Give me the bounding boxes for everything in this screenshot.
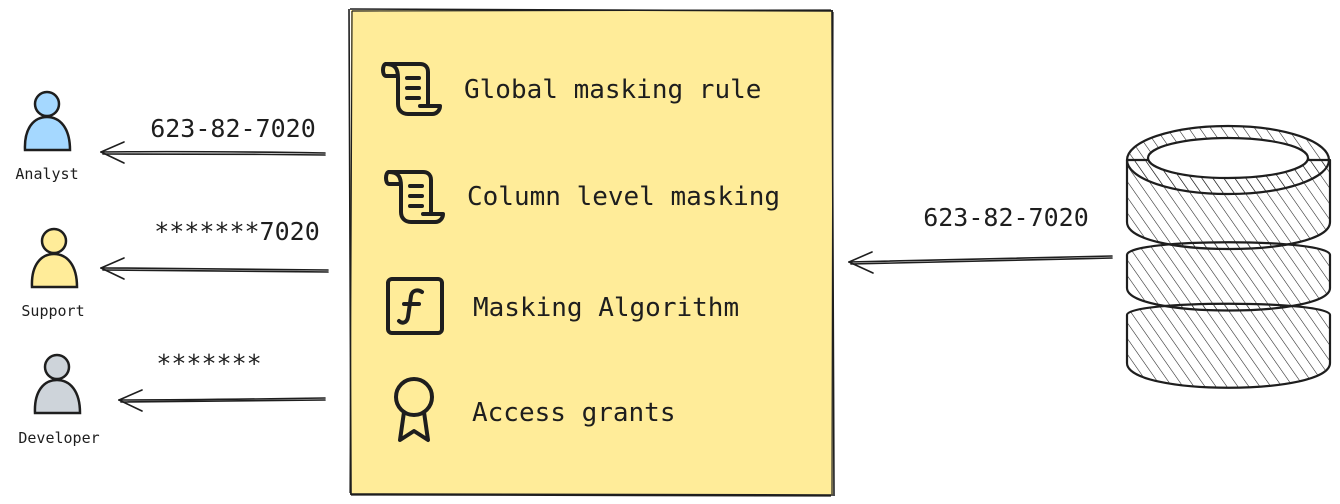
policy-box-background bbox=[350, 10, 833, 495]
award-ribbon-icon bbox=[394, 377, 434, 442]
user-developer: Developer bbox=[18, 353, 100, 447]
developer-value: ******* bbox=[156, 349, 261, 378]
policy-box bbox=[348, 8, 835, 497]
user-support: Support bbox=[21, 227, 85, 320]
user-analyst: Analyst bbox=[15, 90, 79, 183]
policy-item-label: Masking Algorithm bbox=[473, 293, 739, 323]
scroll-icon bbox=[384, 170, 445, 224]
arrow-to-support bbox=[100, 257, 329, 280]
developer-label: Developer bbox=[18, 429, 99, 447]
arrow-to-analyst bbox=[100, 141, 326, 164]
arrow-to-developer bbox=[118, 389, 326, 412]
analyst-person-icon bbox=[23, 90, 72, 152]
database-icon bbox=[1125, 124, 1332, 389]
policy-item-label: Access grants bbox=[472, 398, 676, 428]
support-person-icon bbox=[30, 227, 79, 289]
database-value: 623-82-7020 bbox=[923, 203, 1089, 232]
arrow-from-database bbox=[848, 251, 1113, 274]
analyst-label: Analyst bbox=[15, 165, 78, 183]
support-label: Support bbox=[21, 302, 84, 320]
developer-person-icon bbox=[33, 353, 82, 415]
scroll-icon bbox=[381, 62, 442, 116]
analyst-value: 623-82-7020 bbox=[150, 114, 316, 143]
function-icon bbox=[386, 277, 444, 335]
policy-item-label: Global masking rule bbox=[464, 75, 761, 105]
policy-item-label: Column level masking bbox=[467, 182, 780, 212]
support-value: *******7020 bbox=[154, 217, 320, 246]
